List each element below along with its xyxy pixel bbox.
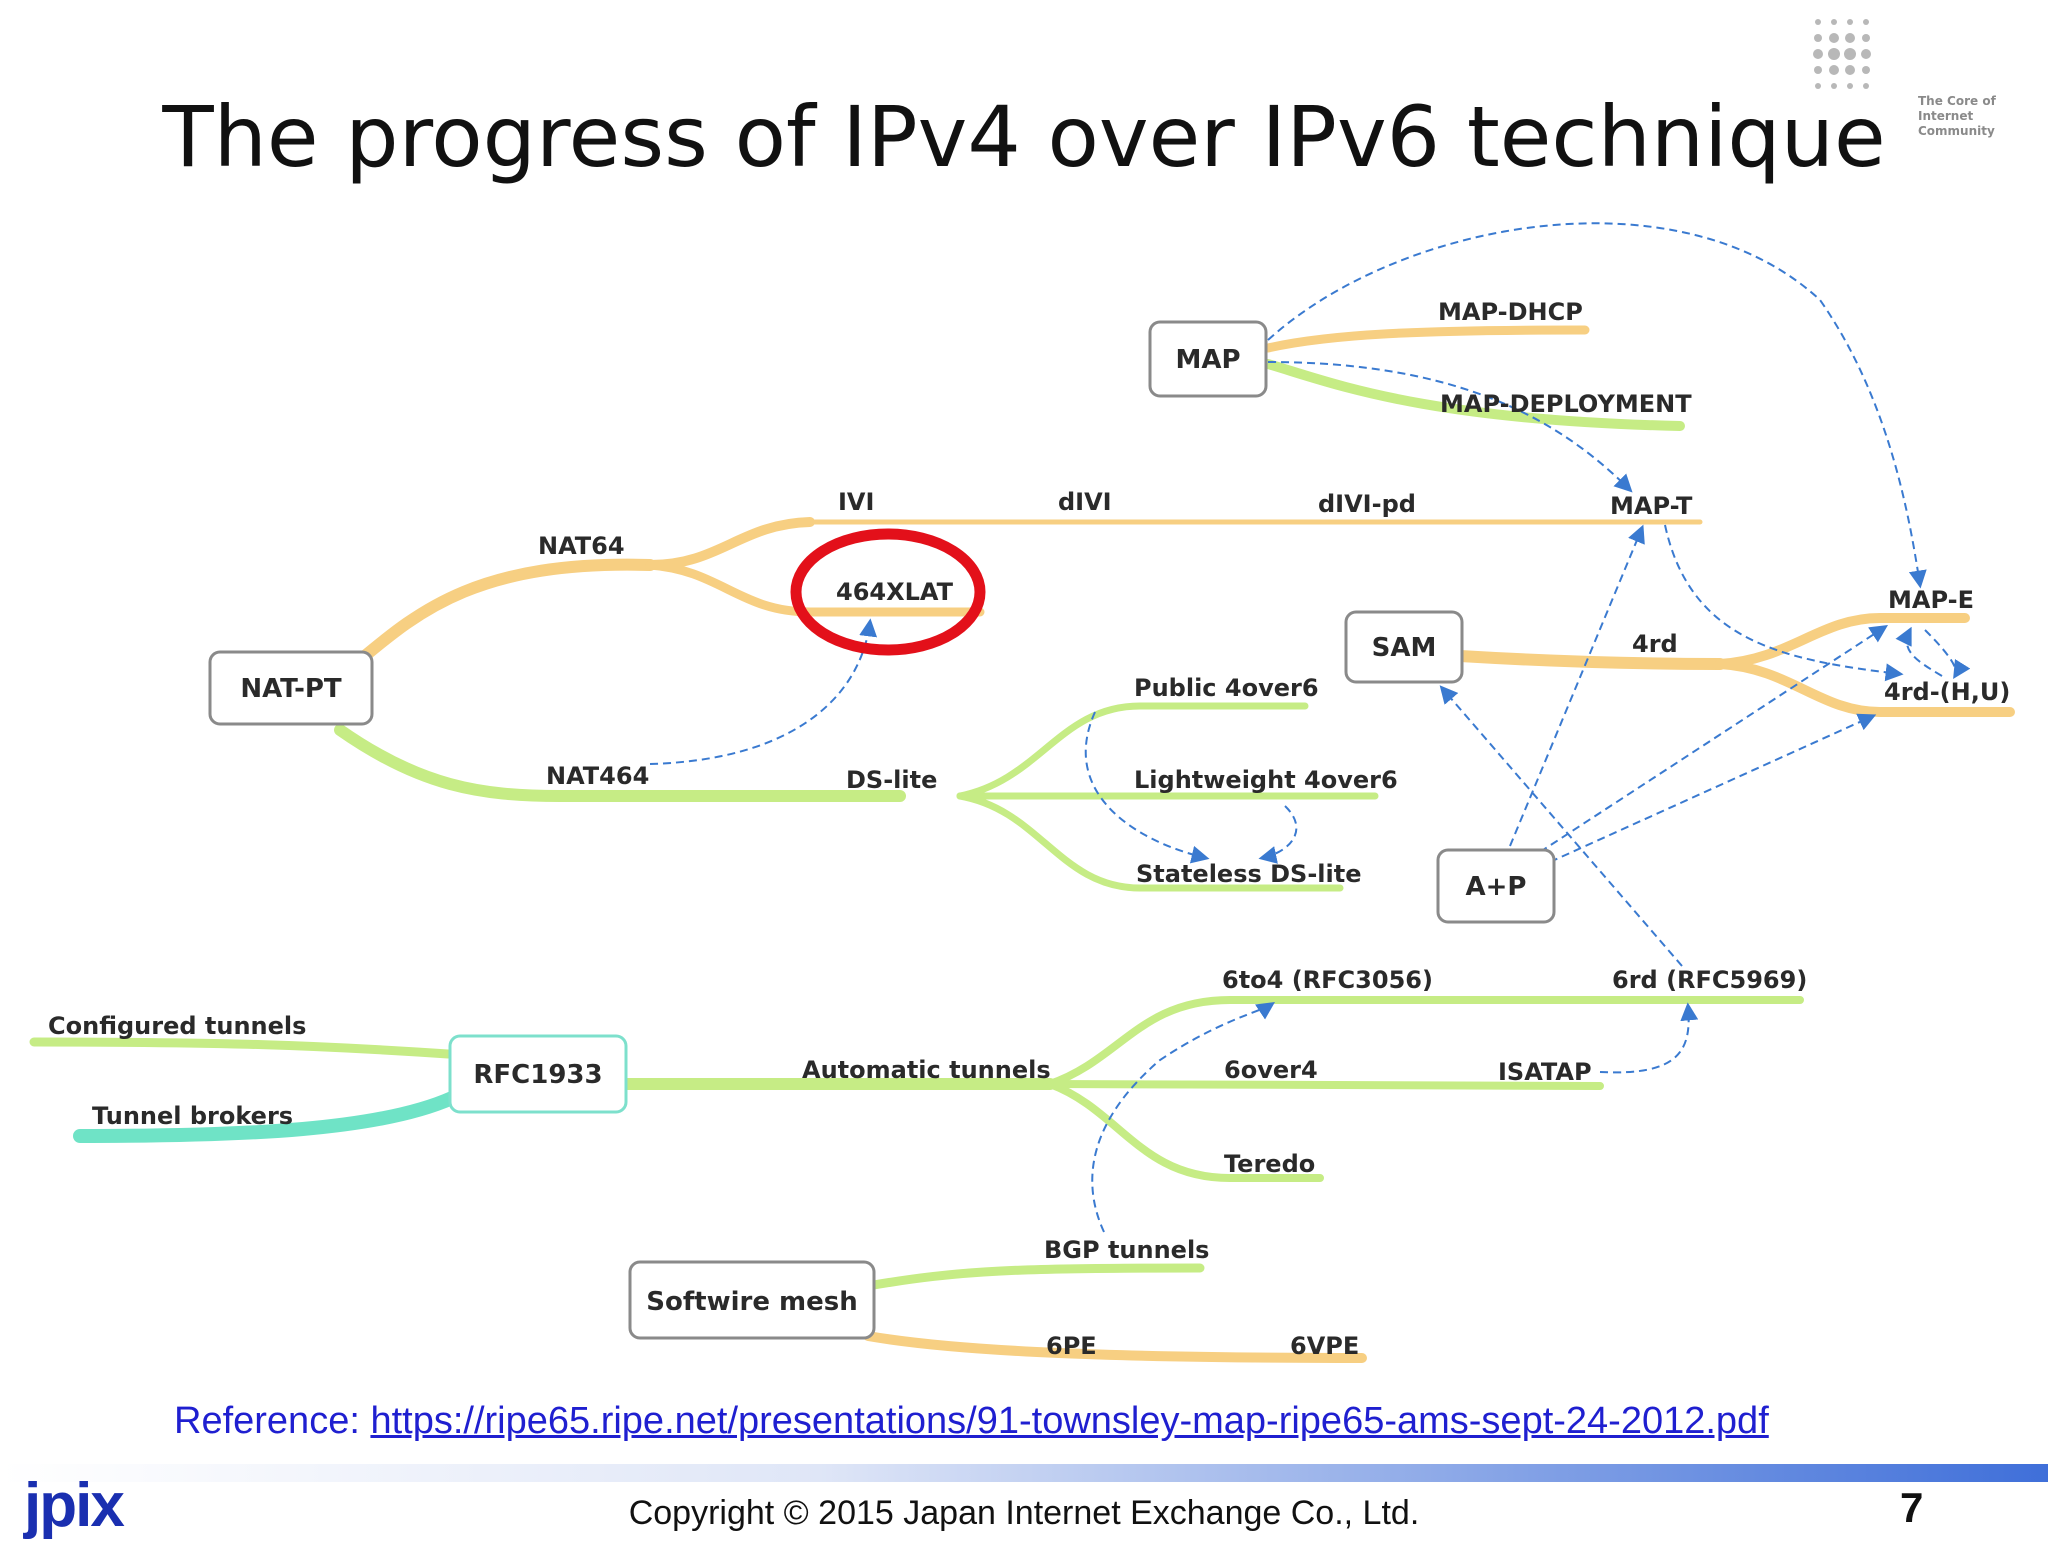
arrow-ap-to-4rdhu xyxy=(1549,713,1877,863)
label-4rd-hu: 4rd-(H,U) xyxy=(1884,678,2010,706)
branch-auto-teredo xyxy=(1046,1080,1324,1182)
label-stateless-ds-lite: Stateless DS-lite xyxy=(1136,860,1362,888)
branch-softwire-bgp xyxy=(863,1263,1205,1291)
branch-softwire-6pe xyxy=(863,1331,1367,1363)
branch-map-deployment xyxy=(1263,359,1685,431)
label-6to4: 6to4 (RFC3056) xyxy=(1222,966,1433,994)
node-softwire-mesh-label: Softwire mesh xyxy=(646,1287,857,1317)
branch-sam-4rd xyxy=(1454,650,1726,670)
label-ds-lite: DS-lite xyxy=(846,766,937,794)
label-map-e: MAP-E xyxy=(1888,586,1974,614)
branch-4rd-4rdhu xyxy=(1715,659,2015,717)
node-sam: SAM xyxy=(1344,610,1464,684)
logo-dots-icon xyxy=(1813,19,1871,89)
brand-logo: jpix xyxy=(24,1471,125,1540)
node-a-p: A+P xyxy=(1436,848,1556,924)
arrow-lightweight-to-stateless xyxy=(1258,805,1298,864)
node-nat-pt: NAT-PT xyxy=(208,650,374,726)
branch-auto-6to4 xyxy=(1046,996,1804,1088)
label-lightweight-4over6: Lightweight 4over6 xyxy=(1134,766,1398,794)
label-public-4over6: Public 4over6 xyxy=(1134,674,1319,702)
label-map-t: MAP-T xyxy=(1610,492,1693,520)
page-number: 7 xyxy=(1900,1484,1924,1531)
arrow-mapt-to-4rdhu xyxy=(1664,524,1904,682)
highlight-circle-464xlat xyxy=(790,528,986,656)
branch-4rd-mape xyxy=(1715,613,1970,669)
label-divi-pd: dIVI-pd xyxy=(1318,490,1416,518)
logo-text: The Core of Internet Community xyxy=(1918,94,2048,139)
label-map-dhcp: MAP-DHCP xyxy=(1438,298,1583,326)
label-nat64: NAT64 xyxy=(538,532,625,560)
arrow-mape-to-4rdhu xyxy=(1924,629,1971,680)
technology-map-diagram: MAP NAT-PT SAM A+P RFC1933 Softwire mesh… xyxy=(29,222,2015,1363)
label-tunnel-brokers: Tunnel brokers xyxy=(92,1102,293,1130)
branch-tunnel-brokers xyxy=(73,1091,459,1143)
node-nat-pt-label: NAT-PT xyxy=(240,674,342,704)
label-ivi: IVI xyxy=(838,488,874,516)
arrow-6rd-to-sam xyxy=(1439,685,1683,967)
node-rfc1933: RFC1933 xyxy=(448,1034,628,1114)
arrow-map-to-mape xyxy=(1267,222,1927,589)
label-6rd: 6rd (RFC5969) xyxy=(1612,966,1807,994)
footer-gradient-bar xyxy=(0,1464,2048,1482)
label-4rd: 4rd xyxy=(1632,630,1678,658)
reference-prefix: Reference: xyxy=(174,1400,371,1442)
copyright-text: Copyright © 2015 Japan Internet Exchange… xyxy=(628,1494,1420,1532)
label-divi: dIVI xyxy=(1058,488,1112,516)
label-teredo: Teredo xyxy=(1224,1150,1315,1178)
branch-dslite-stateless xyxy=(956,792,1344,892)
label-464xlat: 464XLAT xyxy=(836,578,954,606)
arrow-public-to-stateless xyxy=(1084,711,1210,864)
node-softwire-mesh: Softwire mesh xyxy=(628,1260,876,1340)
node-rfc1933-label: RFC1933 xyxy=(473,1060,602,1090)
branch-natpt-nat464 xyxy=(334,724,906,802)
label-isatap: ISATAP xyxy=(1498,1058,1592,1086)
branch-auto-6over4 xyxy=(1046,1080,1604,1090)
node-map-label: MAP xyxy=(1175,345,1240,375)
arrow-4rdhu-to-mape xyxy=(1895,626,1943,677)
branch-dslite-public xyxy=(956,702,1309,800)
label-6over4: 6over4 xyxy=(1224,1056,1318,1084)
arrow-ap-to-mape xyxy=(1539,625,1889,853)
label-6pe: 6PE xyxy=(1046,1332,1097,1360)
reference-line: Reference: https://ripe65.ripe.net/prese… xyxy=(174,1400,1769,1443)
arrow-bgp-to-6to4 xyxy=(1091,1002,1275,1233)
branch-nat64-ivi xyxy=(645,517,815,570)
logo-text-line1: The Core of xyxy=(1918,94,1996,108)
node-map: MAP xyxy=(1148,320,1268,398)
label-map-deployment: MAP-DEPLOYMENT xyxy=(1440,390,1692,418)
arrow-isatap-to-6rd xyxy=(1599,1002,1699,1074)
node-sam-label: SAM xyxy=(1372,633,1437,663)
node-a-p-label: A+P xyxy=(1466,872,1527,902)
page-title: The progress of IPv4 over IPv6 technique xyxy=(162,88,1886,186)
branch-natpt-nat64 xyxy=(354,558,656,666)
branch-map-dhcp xyxy=(1263,325,1590,353)
label-configured-tunnels: Configured tunnels xyxy=(48,1012,306,1040)
reference-link[interactable]: https://ripe65.ripe.net/presentations/91… xyxy=(370,1400,1769,1442)
branch-configured-tunnels xyxy=(29,1037,453,1059)
arrow-map-to-mapt xyxy=(1267,361,1633,493)
label-6vpe: 6VPE xyxy=(1290,1332,1359,1360)
label-nat464: NAT464 xyxy=(546,762,649,790)
label-automatic-tunnels: Automatic tunnels xyxy=(802,1056,1051,1084)
logo-text-line2: Internet Community xyxy=(1918,109,1995,138)
label-bgp-tunnels: BGP tunnels xyxy=(1044,1236,1209,1264)
